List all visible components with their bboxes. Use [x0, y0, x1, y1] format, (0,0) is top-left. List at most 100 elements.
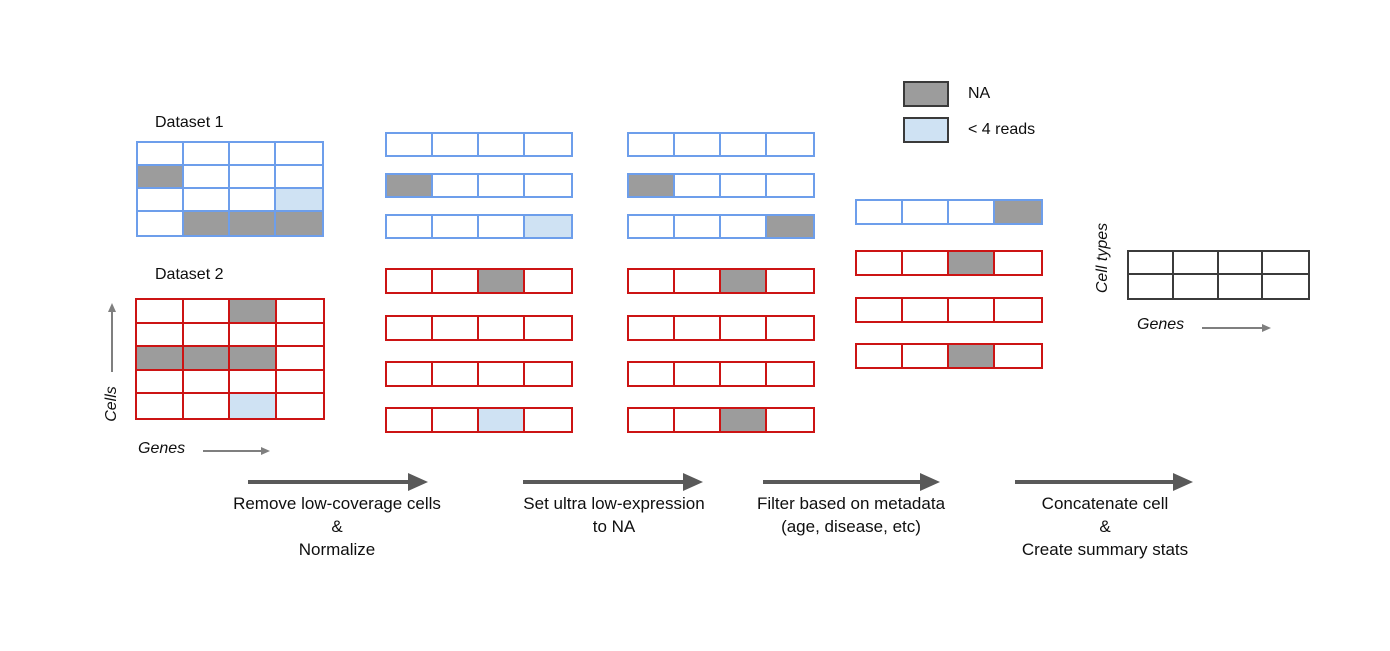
- step2-blue-row-2-cell-r0c0: [387, 175, 433, 196]
- caption-line: Concatenate cell: [1041, 494, 1169, 513]
- step4-blue-row-1-cell-r0c3: [995, 201, 1041, 223]
- step3-red-row: [627, 268, 815, 294]
- dataset1-cell-r3c0: [138, 212, 184, 235]
- step3-blue-row-3-cell-r0c1: [675, 216, 721, 237]
- dataset2-cell-r3c0: [137, 370, 184, 395]
- caption-line: &: [331, 517, 343, 536]
- dataset2-cell-r0c1: [183, 300, 230, 324]
- dataset1-cell-r2c2: [230, 189, 276, 212]
- step3-red-row-3-cell-r0c3: [767, 363, 813, 385]
- step4-red-row-2-cell-r0c1: [903, 299, 949, 321]
- step2-red-row-3-cell-r0c2: [479, 363, 525, 385]
- step3-blue-row: [627, 214, 815, 239]
- summary-matrix-cell-r0c1: [1173, 252, 1219, 275]
- caption-line: Create summary stats: [1021, 540, 1189, 559]
- dataset2-cell-r2c2: [230, 347, 277, 371]
- step4-red-row-2-cell-r0c2: [949, 299, 995, 321]
- step2-red-row-3-cell-r0c0: [387, 363, 433, 385]
- step4-red-row: [855, 343, 1043, 369]
- step1-caption: Remove low-coverage cells & Normalize: [233, 492, 441, 561]
- step3-blue-row-3-cell-r0c2: [721, 216, 767, 237]
- caption-line: &: [1099, 517, 1111, 536]
- step3-red-row: [627, 361, 815, 387]
- step3-blue-row-3-cell-r0c3: [767, 216, 813, 237]
- step2-blue-row-2-cell-r0c1: [433, 175, 479, 196]
- step2-arrow: [523, 473, 703, 491]
- dataset1-label: Dataset 1: [155, 114, 224, 131]
- caption-line: Remove low-coverage cells: [233, 494, 441, 513]
- step3-red-row-3-cell-r0c0: [629, 363, 675, 385]
- step3-caption: Filter based on metadata (age, disease, …: [757, 492, 945, 538]
- genes-axis2-label: Genes: [1137, 316, 1185, 333]
- dataset1-cell-r2c1: [184, 189, 230, 212]
- step3-red-row: [627, 407, 815, 433]
- dataset2-cell-r0c3: [276, 300, 323, 324]
- step3-red-row-2-cell-r0c1: [675, 317, 721, 339]
- dataset2-matrix: [135, 298, 325, 420]
- dataset1-cell-r1c2: [230, 166, 276, 189]
- step2-red-row-1-cell-r0c3: [525, 270, 571, 292]
- summary-matrix-cell-r1c1: [1174, 275, 1219, 298]
- genes-axis-label: Genes: [138, 440, 186, 457]
- step3-blue-row-2-cell-r0c3: [767, 175, 813, 196]
- step3-arrow: [763, 473, 940, 491]
- step3-blue-row-1-cell-r0c1: [675, 134, 721, 155]
- step4-red-row-2-cell-r0c0: [857, 299, 903, 321]
- step2-red-row-2-cell-r0c3: [525, 317, 571, 339]
- step3-blue-row-3-cell-r0c0: [629, 216, 675, 237]
- summary-matrix-cell-r1c0: [1129, 275, 1174, 298]
- step4-red-row: [855, 297, 1043, 323]
- dataset2-cell-r1c0: [137, 323, 184, 348]
- caption-line: Normalize: [298, 540, 376, 559]
- step4-red-row-3-cell-r0c1: [903, 345, 949, 367]
- step2-red-row: [385, 407, 573, 433]
- summary-matrix-cell-r0c2: [1218, 252, 1264, 275]
- dataset2-cell-r4c2: [230, 394, 277, 418]
- arrow-right-icon: [920, 473, 940, 491]
- step2-blue-row-3-cell-r0c2: [479, 216, 525, 237]
- step2-red-row: [385, 315, 573, 341]
- step4-red-row-1-cell-r0c1: [903, 252, 949, 274]
- arrow-up-icon: [108, 303, 116, 312]
- step2-blue-row-3-cell-r0c3: [525, 216, 571, 237]
- step3-red-row: [627, 315, 815, 341]
- step3-red-row-4-cell-r0c1: [675, 409, 721, 431]
- step2-caption: Set ultra low-expression to NA: [523, 492, 704, 538]
- dataset1-cell-r1c1: [184, 166, 230, 189]
- dataset2-cell-r1c1: [183, 323, 230, 348]
- dataset2-cell-r1c2: [230, 323, 277, 348]
- step3-red-row-4-cell-r0c2: [721, 409, 767, 431]
- step2-red-row-4-cell-r0c3: [525, 409, 571, 431]
- step3-red-row-2-cell-r0c2: [721, 317, 767, 339]
- arrow-right-icon: [261, 447, 270, 455]
- dataset1-matrix: [136, 141, 324, 237]
- step2-blue-row-1-cell-r0c2: [479, 134, 525, 155]
- step2-blue-row-2-cell-r0c2: [479, 175, 525, 196]
- step1-arrow: [248, 473, 428, 491]
- summary-matrix-cell-r1c3: [1263, 275, 1308, 298]
- step2-blue-row-3-cell-r0c0: [387, 216, 433, 237]
- step3-blue-row: [627, 132, 815, 157]
- caption-line: (age, disease, etc): [781, 517, 921, 536]
- step2-red-row-1-cell-r0c0: [387, 270, 433, 292]
- step3-red-row-4-cell-r0c0: [629, 409, 675, 431]
- step3-red-row-3-cell-r0c1: [675, 363, 721, 385]
- step2-red-row-1-cell-r0c1: [433, 270, 479, 292]
- step3-red-row-1-cell-r0c3: [767, 270, 813, 292]
- step4-red-row-3-cell-r0c3: [995, 345, 1041, 367]
- step2-blue-row: [385, 132, 573, 157]
- dataset1-cell-r3c2: [230, 212, 276, 235]
- cells-axis-label: Cells: [103, 386, 120, 422]
- step4-blue-row-1-cell-r0c0: [857, 201, 903, 223]
- dataset1-cell-r2c3: [276, 189, 322, 212]
- dataset1-cell-r3c1: [184, 212, 230, 235]
- summary-matrix-cell-r0c3: [1263, 252, 1308, 275]
- step3-blue-row: [627, 173, 815, 198]
- step4-red-row-2-cell-r0c3: [995, 299, 1041, 321]
- legend-na-swatch: [903, 81, 949, 107]
- step2-blue-row-3-cell-r0c1: [433, 216, 479, 237]
- step2-red-row-4-cell-r0c1: [433, 409, 479, 431]
- arrow-right-icon: [683, 473, 703, 491]
- step4-red-row-3-cell-r0c2: [949, 345, 995, 367]
